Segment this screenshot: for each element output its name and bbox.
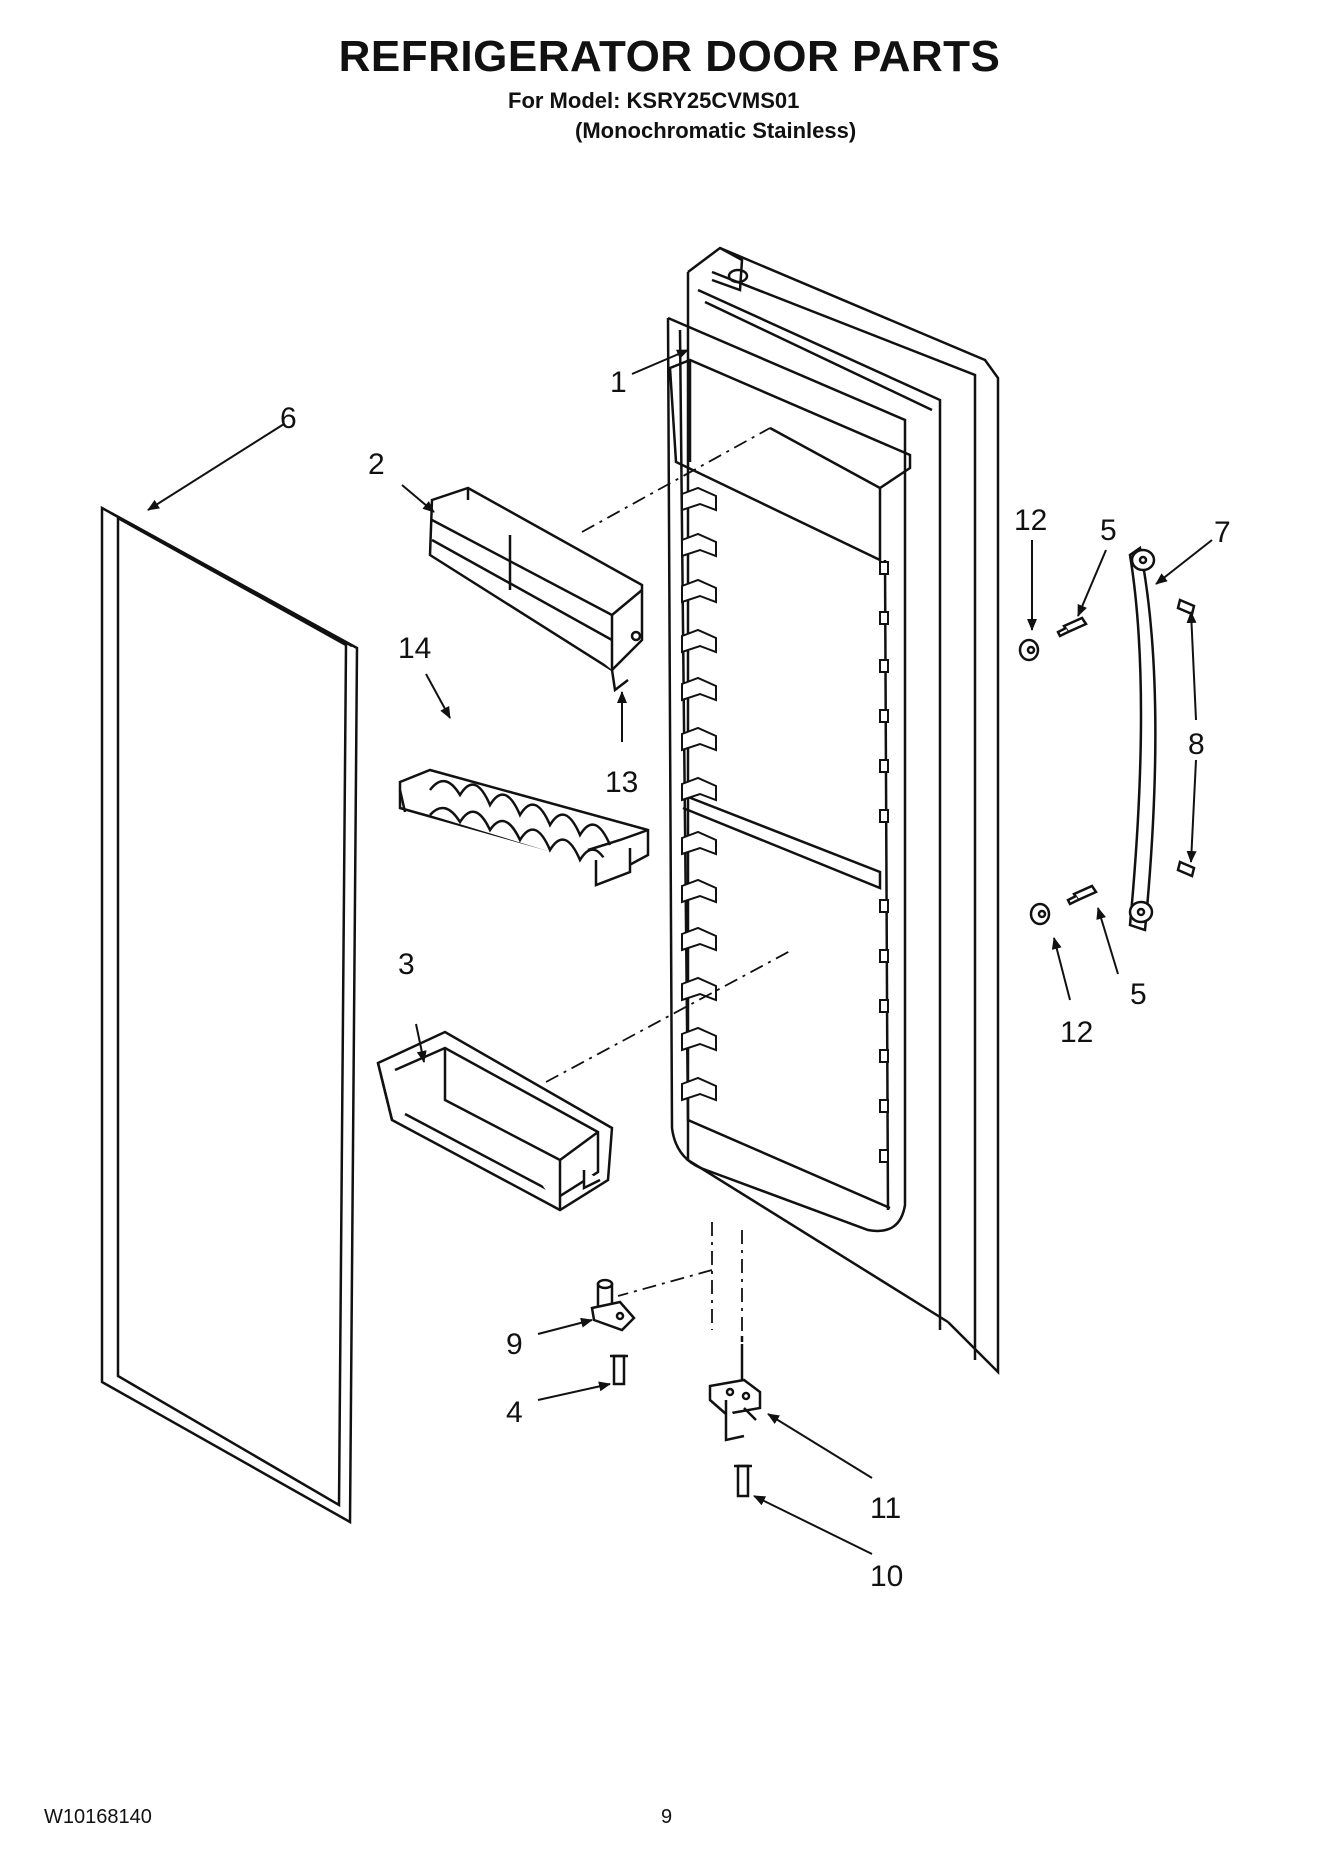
- liner-ribs: [681, 486, 889, 1163]
- egg-tray: [398, 768, 650, 887]
- callout-9: 9: [506, 1328, 523, 1361]
- lower-hinge: [708, 1336, 762, 1498]
- door-bin: [376, 1030, 614, 1212]
- door-handle: [1128, 545, 1196, 932]
- callout-4: 4: [506, 1396, 523, 1429]
- finish-line: (Monochromatic Stainless): [575, 118, 857, 143]
- hinge-pin-bracket: [590, 1278, 636, 1386]
- door-gasket: [100, 505, 359, 1525]
- callout-6: 6: [280, 402, 297, 435]
- callout-12-upper: 12: [1014, 504, 1047, 537]
- leader-arrows: [147, 349, 1213, 1555]
- callout-2: 2: [368, 448, 385, 481]
- dairy-bin: [428, 486, 644, 693]
- model-line: For Model: KSRY25CVMS01: [508, 88, 800, 113]
- callout-10: 10: [870, 1560, 903, 1593]
- page-title: REFRIGERATOR DOOR PARTS: [338, 32, 1001, 81]
- callout-5-lower: 5: [1130, 978, 1147, 1011]
- callout-11: 11: [870, 1492, 901, 1525]
- assembly-lines: [545, 427, 793, 1344]
- callout-8: 8: [1188, 728, 1205, 761]
- handle-spacers-and-screws: [1018, 616, 1098, 926]
- door-liner: [666, 246, 1000, 1376]
- document-number: W10168140: [44, 1806, 152, 1828]
- callout-7: 7: [1214, 516, 1231, 549]
- callout-1: 1: [610, 366, 627, 399]
- callout-12-lower: 12: [1060, 1016, 1093, 1049]
- callout-3: 3: [398, 948, 415, 981]
- callout-5-upper: 5: [1100, 514, 1117, 547]
- callout-13: 13: [605, 766, 638, 799]
- callout-14: 14: [398, 632, 431, 665]
- page-number: 9: [661, 1806, 673, 1828]
